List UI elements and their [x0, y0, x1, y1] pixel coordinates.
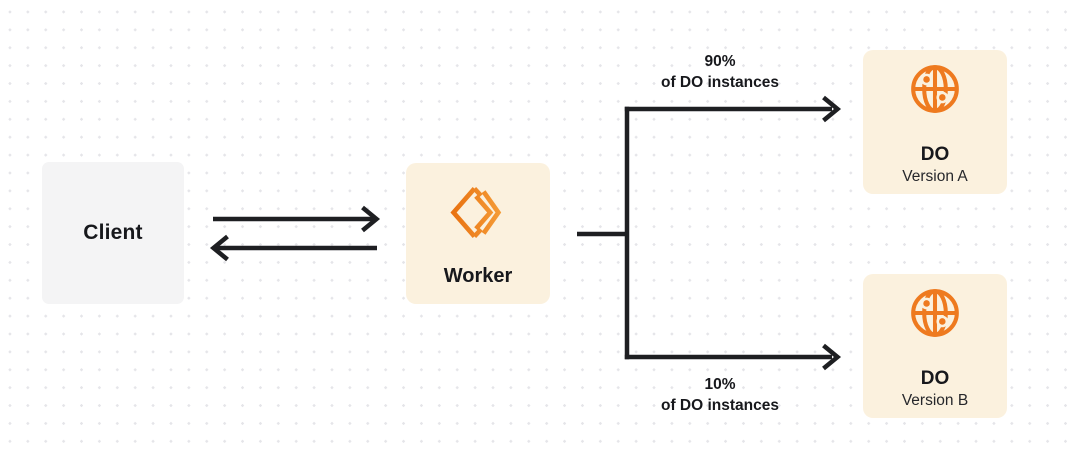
split-top-percent: 90% [704, 53, 736, 70]
split-bottom-percent: 10% [704, 376, 736, 393]
arrow-to-do-version-b [624, 343, 842, 371]
do-version-b-node: DO Version B [863, 274, 1007, 418]
split-bottom-caption: of DO instances [661, 397, 779, 414]
do-version-b-subtitle: Version B [901, 392, 969, 409]
split-top-caption: of DO instances [661, 74, 779, 91]
do-version-a-subtitle: Version A [902, 168, 968, 185]
client-node: Client [42, 162, 184, 304]
do-version-a-title: DO [920, 144, 950, 165]
arrow-worker-to-client [209, 234, 377, 262]
durable-object-globe-icon [908, 62, 962, 121]
do-version-a-node: DO Version A [863, 50, 1007, 194]
split-top-label: 90% of DO instances [610, 51, 830, 93]
split-bottom-label: 10% of DO instances [610, 374, 830, 416]
worker-node: Worker [406, 163, 550, 304]
durable-object-globe-icon [908, 286, 962, 345]
worker-label: Worker [443, 265, 513, 287]
client-label: Client [83, 221, 143, 244]
cloudflare-workers-icon [449, 184, 507, 246]
arrow-client-to-worker [213, 205, 381, 233]
do-version-b-title: DO [920, 368, 950, 389]
arrow-to-do-version-a [624, 95, 842, 123]
